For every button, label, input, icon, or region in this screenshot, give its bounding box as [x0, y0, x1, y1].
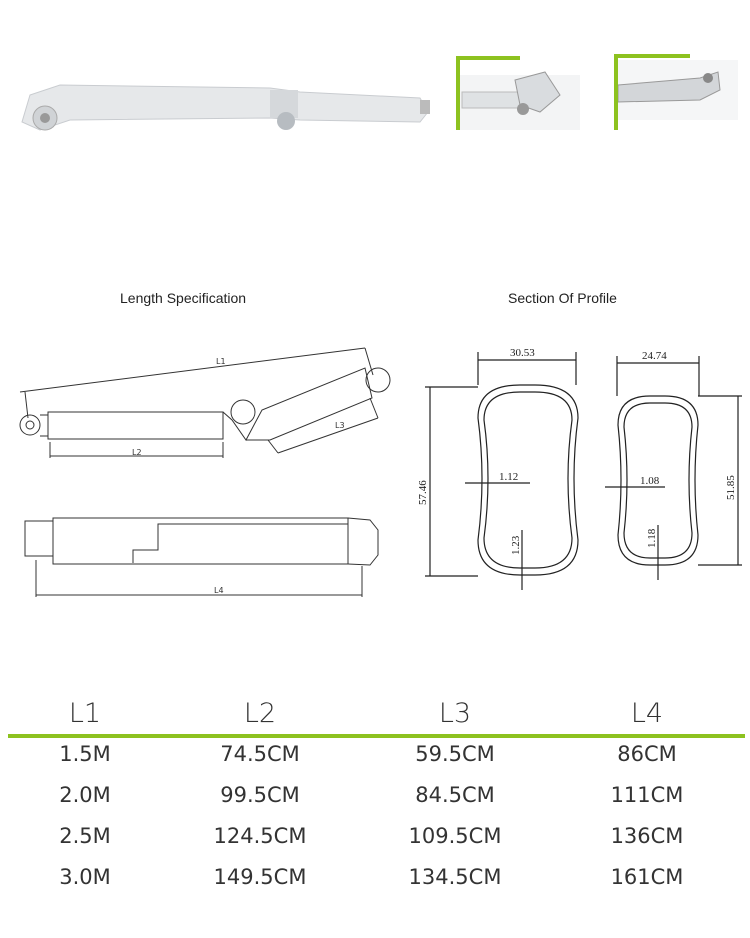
- l1-label: L1: [216, 357, 226, 366]
- l3-label: L3: [335, 421, 345, 430]
- table-row: 2.0M 99.5CM 84.5CM 111CM: [0, 783, 750, 823]
- profile-right-width: 24.74: [642, 350, 667, 362]
- cell-l2: 74.5CM: [220, 742, 300, 766]
- l2-label: L2: [132, 448, 142, 457]
- cell-l3: 134.5CM: [408, 865, 502, 889]
- drawings: L1 L2 L3 L4 30.53 57.46 1.12 1.23: [19, 54, 742, 597]
- profile-left-wall-bottom: 1.23: [510, 535, 522, 555]
- table-row: 3.0M 149.5CM 134.5CM 161CM: [0, 865, 750, 905]
- extended-arm-drawing: [24, 517, 379, 597]
- table-row: 1.5M 74.5CM 59.5CM 86CM: [0, 742, 750, 782]
- profile-left-drawing: [425, 352, 579, 590]
- header-l1: L1: [68, 698, 102, 729]
- profile-right-height: 51.85: [725, 475, 737, 500]
- cell-l3: 59.5CM: [415, 742, 495, 766]
- cell-l2: 124.5CM: [213, 824, 307, 848]
- section-profile-heading: Section Of Profile: [508, 290, 617, 306]
- profile-left-height: 57.46: [417, 480, 429, 505]
- length-spec-heading: Length Specification: [120, 290, 247, 306]
- arm-photo: [21, 84, 430, 131]
- detail-photo-1: [456, 56, 580, 130]
- profile-right-drawing: [605, 356, 742, 580]
- header-l4: L4: [630, 698, 664, 729]
- cell-l4: 86CM: [617, 742, 677, 766]
- cell-l3: 109.5CM: [408, 824, 502, 848]
- cell-l4: 136CM: [610, 824, 684, 848]
- profile-left-width: 30.53: [510, 347, 535, 359]
- folded-arm-drawing: [19, 347, 391, 458]
- cell-l4: 161CM: [610, 865, 684, 889]
- cell-l1: 3.0M: [59, 865, 111, 889]
- header-l3: L3: [438, 698, 472, 729]
- cell-l1: 1.5M: [59, 742, 111, 766]
- table-row: 2.5M 124.5CM 109.5CM 136CM: [0, 824, 750, 864]
- cell-l1: 2.0M: [59, 783, 111, 807]
- cell-l2: 99.5CM: [220, 783, 300, 807]
- header-divider: [8, 734, 745, 738]
- cell-l4: 111CM: [610, 783, 684, 807]
- header-l2: L2: [243, 698, 277, 729]
- profile-left-wall-side: 1.12: [499, 471, 518, 483]
- cell-l1: 2.5M: [59, 824, 111, 848]
- profile-right-wall-bottom: 1.18: [646, 528, 658, 548]
- cell-l2: 149.5CM: [213, 865, 307, 889]
- l4-label: L4: [214, 586, 224, 595]
- detail-photo-2: [614, 54, 738, 130]
- profile-right-wall-side: 1.08: [640, 475, 660, 487]
- table-header: L1 L2 L3 L4: [0, 698, 750, 738]
- cell-l3: 84.5CM: [415, 783, 495, 807]
